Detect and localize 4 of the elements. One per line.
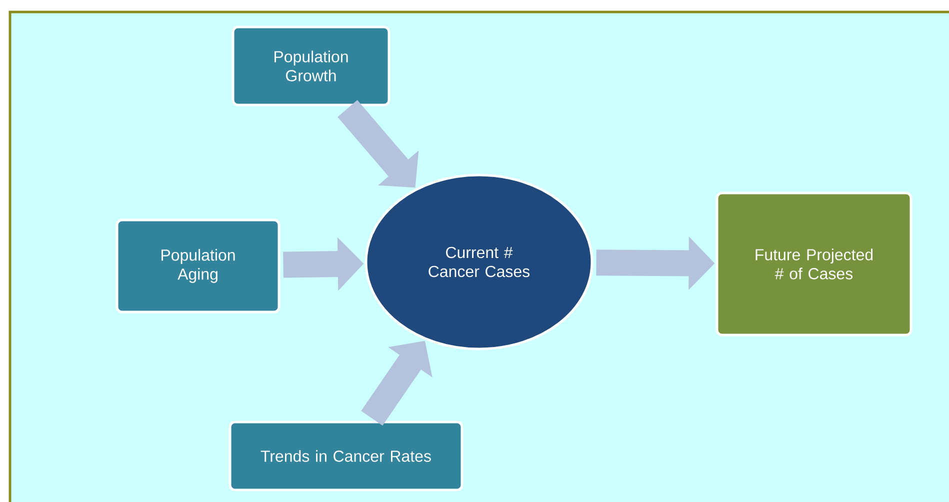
process-box: Population Aging [116,218,280,314]
process-box: Future Projected # of Cases [716,192,912,336]
process-box: Population Growth [232,26,390,106]
process-box: Trends in Cancer Rates [228,420,464,492]
